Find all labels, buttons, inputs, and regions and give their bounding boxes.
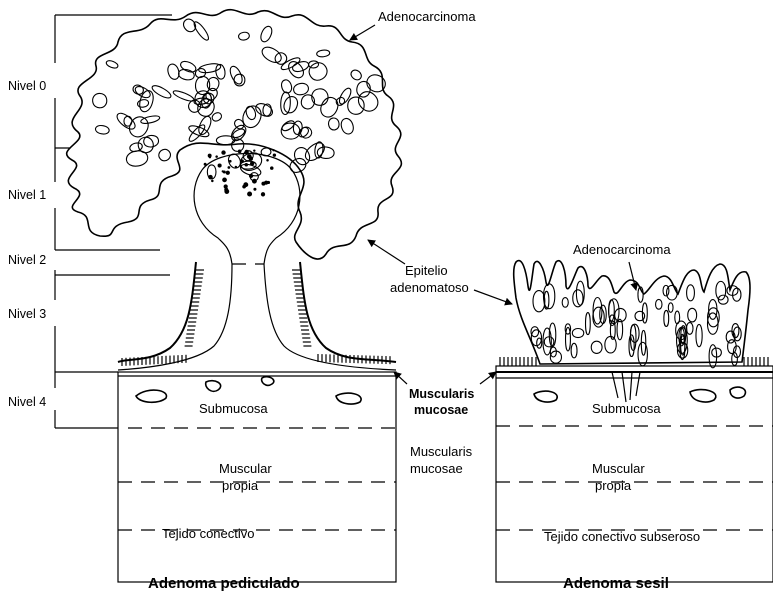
level-3-label: Nivel 3 — [8, 307, 46, 321]
level-0-label: Nivel 0 — [8, 79, 46, 93]
right-propia-label: propia — [595, 478, 632, 493]
right-adenocarcinoma-label: Adenocarcinoma — [573, 242, 671, 257]
muscularis-bold-line2: mucosae — [414, 403, 468, 417]
epitelio-label-line1: Epitelio — [405, 263, 448, 278]
left-title: Adenoma pediculado — [148, 575, 300, 592]
muscularis-label-line1: Muscularis — [410, 444, 473, 459]
polyp-head — [67, 10, 402, 259]
right-submucosa-label: Submucosa — [592, 401, 661, 416]
pedunculated-adenoma-drawing — [67, 10, 402, 582]
muscularis-label-line2: mucosae — [410, 461, 463, 476]
epitelio-label-line2: adenomatoso — [390, 280, 469, 295]
left-submucosa-label: Submucosa — [199, 401, 268, 416]
right-title: Adenoma sesil — [563, 575, 669, 592]
muscularis-bold-line1: Muscularis — [409, 387, 474, 401]
left-tejido-label: Tejido conectivo — [162, 526, 255, 541]
left-adenocarcinoma-label: Adenocarcinoma — [378, 9, 476, 24]
right-tejido-label: Tejido conectivo subseroso — [544, 529, 700, 544]
level-4-label: Nivel 4 — [8, 395, 46, 409]
level-1-label: Nivel 1 — [8, 188, 46, 202]
right-muscular-label: Muscular — [592, 461, 645, 476]
left-muscular-label: Muscular — [219, 461, 272, 476]
left-propia-label: propia — [222, 478, 259, 493]
level-2-label: Nivel 2 — [8, 253, 46, 267]
